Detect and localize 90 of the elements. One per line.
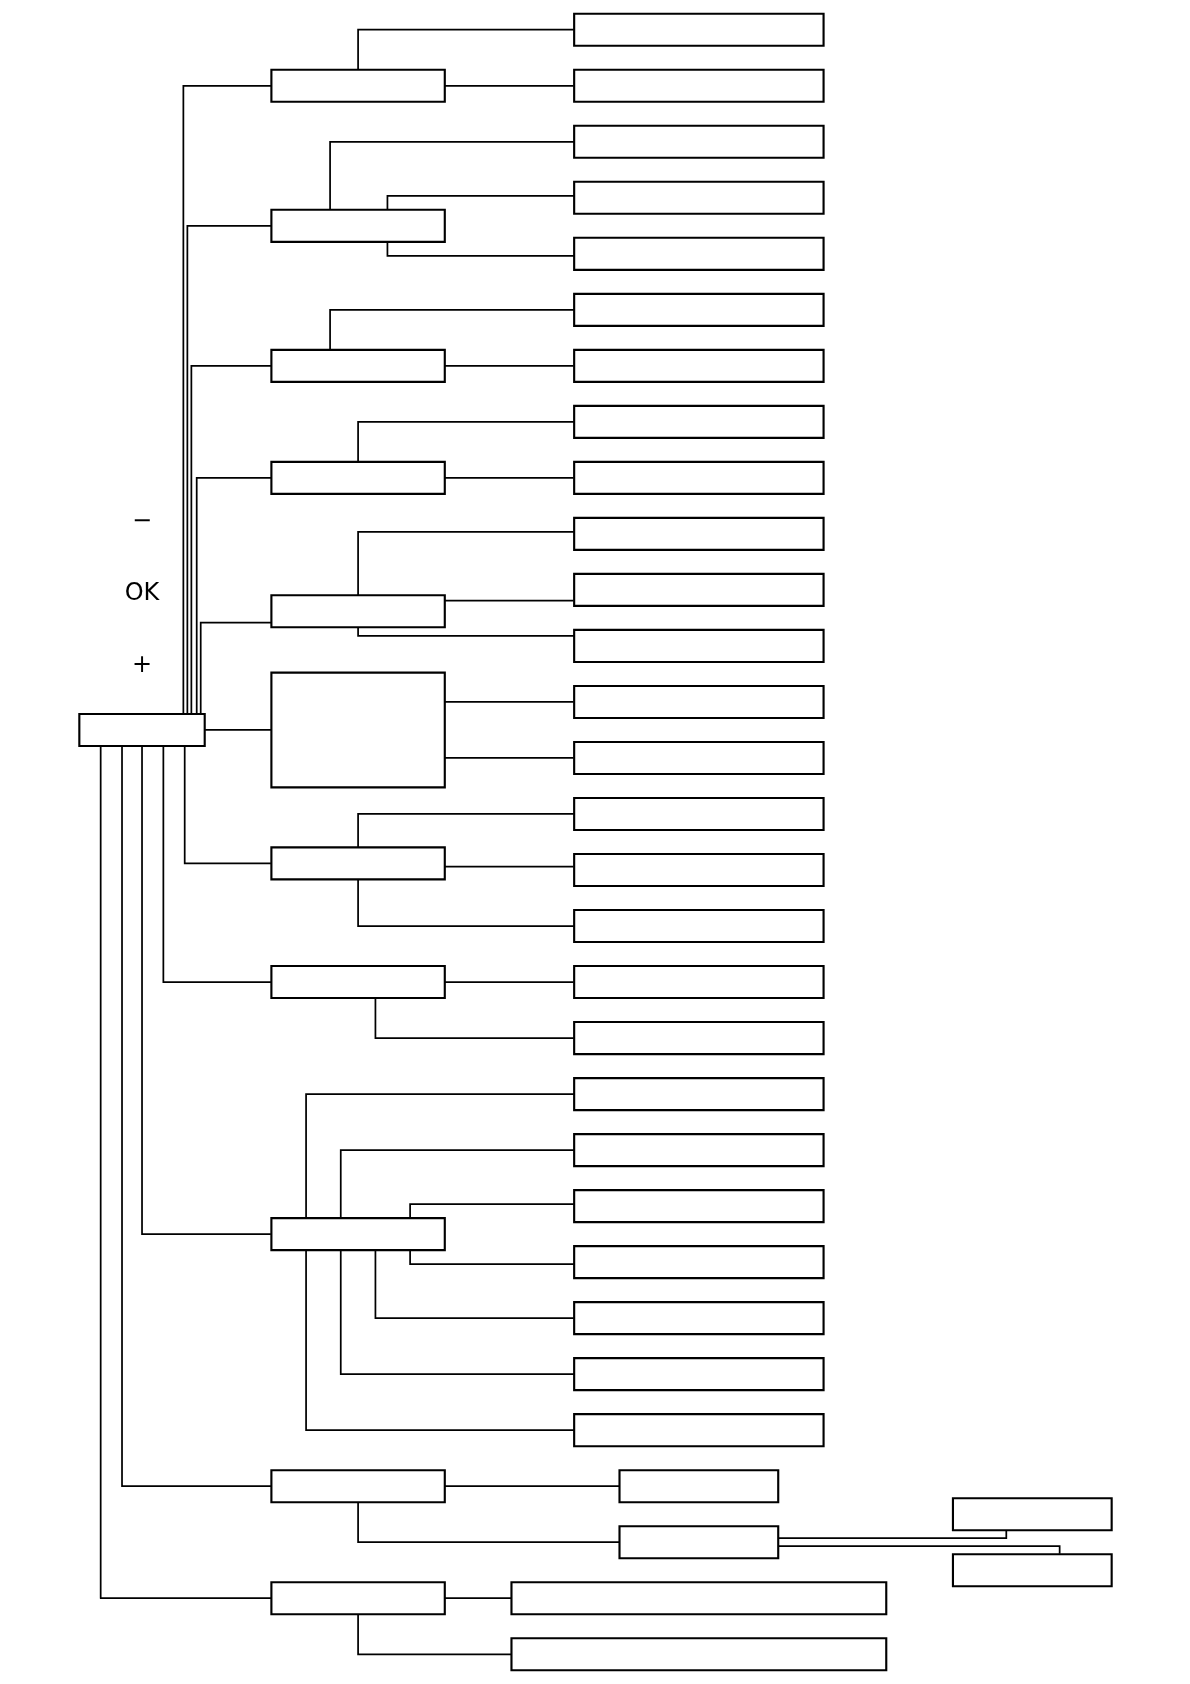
connector: [374, 1249, 575, 1319]
connector: [386, 241, 575, 257]
connector: [777, 1545, 1060, 1555]
connector: [443, 981, 574, 983]
node-box: [269, 594, 446, 629]
node-box: [572, 236, 825, 271]
node-box: [572, 292, 825, 327]
node-box: [572, 628, 825, 663]
node-box: [269, 964, 446, 1000]
node-box: [572, 12, 825, 47]
node-box: [572, 964, 825, 1000]
connector: [356, 1501, 620, 1544]
node-box: [617, 1525, 779, 1560]
connector: [199, 621, 272, 715]
node-box: [572, 740, 825, 776]
node-box: [617, 1469, 779, 1504]
node-box: [572, 1189, 825, 1224]
node-box: [572, 180, 825, 215]
connector: [356, 28, 575, 71]
node-box: [951, 1497, 1113, 1532]
node-box: [572, 1245, 825, 1280]
connector: [356, 531, 575, 597]
connector: [443, 865, 574, 868]
connector: [443, 599, 574, 602]
node-box: [269, 671, 446, 789]
connector: [190, 365, 272, 715]
connector: [443, 477, 574, 479]
node-box: [269, 208, 446, 243]
node-box: [269, 1217, 446, 1252]
node-box: [572, 572, 825, 607]
node-box: [572, 404, 825, 439]
connector: [374, 997, 575, 1039]
connector: [356, 878, 575, 927]
node-box: [572, 1021, 825, 1056]
connector: [328, 140, 575, 211]
node-box: [572, 68, 825, 103]
connector: [304, 1093, 575, 1219]
connector: [443, 1485, 620, 1488]
connector: [443, 757, 574, 759]
node-box: [572, 1413, 825, 1448]
node-box: [509, 1637, 887, 1672]
connector: [443, 365, 574, 367]
connector: [186, 224, 272, 715]
connector: [304, 1249, 575, 1432]
node-box: [77, 712, 206, 748]
node-box: [951, 1553, 1113, 1588]
node-box: [269, 348, 446, 383]
connector: [408, 1249, 575, 1265]
node-box: [572, 852, 825, 888]
label: +: [131, 649, 152, 678]
node-box: [269, 1469, 446, 1504]
node-box: [572, 1357, 825, 1392]
node-box: [269, 846, 446, 881]
connector: [339, 1249, 575, 1376]
node-box: [509, 1581, 887, 1616]
node-box: [572, 348, 825, 383]
connector: [443, 1597, 512, 1600]
connector: [443, 84, 574, 87]
connector: [140, 745, 272, 1235]
node-box: [572, 460, 825, 495]
node-box: [572, 684, 825, 720]
connector: [356, 626, 575, 637]
label: OK: [124, 577, 159, 606]
connector: [356, 1613, 512, 1656]
connector: [339, 1149, 575, 1219]
connector: [203, 729, 272, 731]
node-box: [572, 796, 825, 832]
connector: [99, 745, 272, 1600]
connector: [182, 84, 272, 715]
node-box: [572, 124, 825, 159]
connector: [408, 1203, 575, 1219]
connector: [386, 194, 575, 211]
connector: [120, 745, 272, 1488]
connector: [183, 745, 272, 865]
node-box: [572, 1133, 825, 1168]
connector: [356, 813, 575, 849]
node-box: [269, 68, 446, 103]
node-box: [572, 516, 825, 551]
connector: [777, 1529, 1007, 1540]
connector: [195, 477, 272, 715]
connector: [328, 308, 575, 351]
node-box: [572, 1077, 825, 1112]
node-box: [572, 1301, 825, 1336]
node-box: [269, 460, 446, 495]
node-box: [572, 908, 825, 944]
label: −: [131, 505, 152, 534]
connector: [356, 421, 575, 463]
node-box: [269, 1581, 446, 1616]
connector: [443, 701, 574, 703]
connector: [162, 745, 272, 983]
